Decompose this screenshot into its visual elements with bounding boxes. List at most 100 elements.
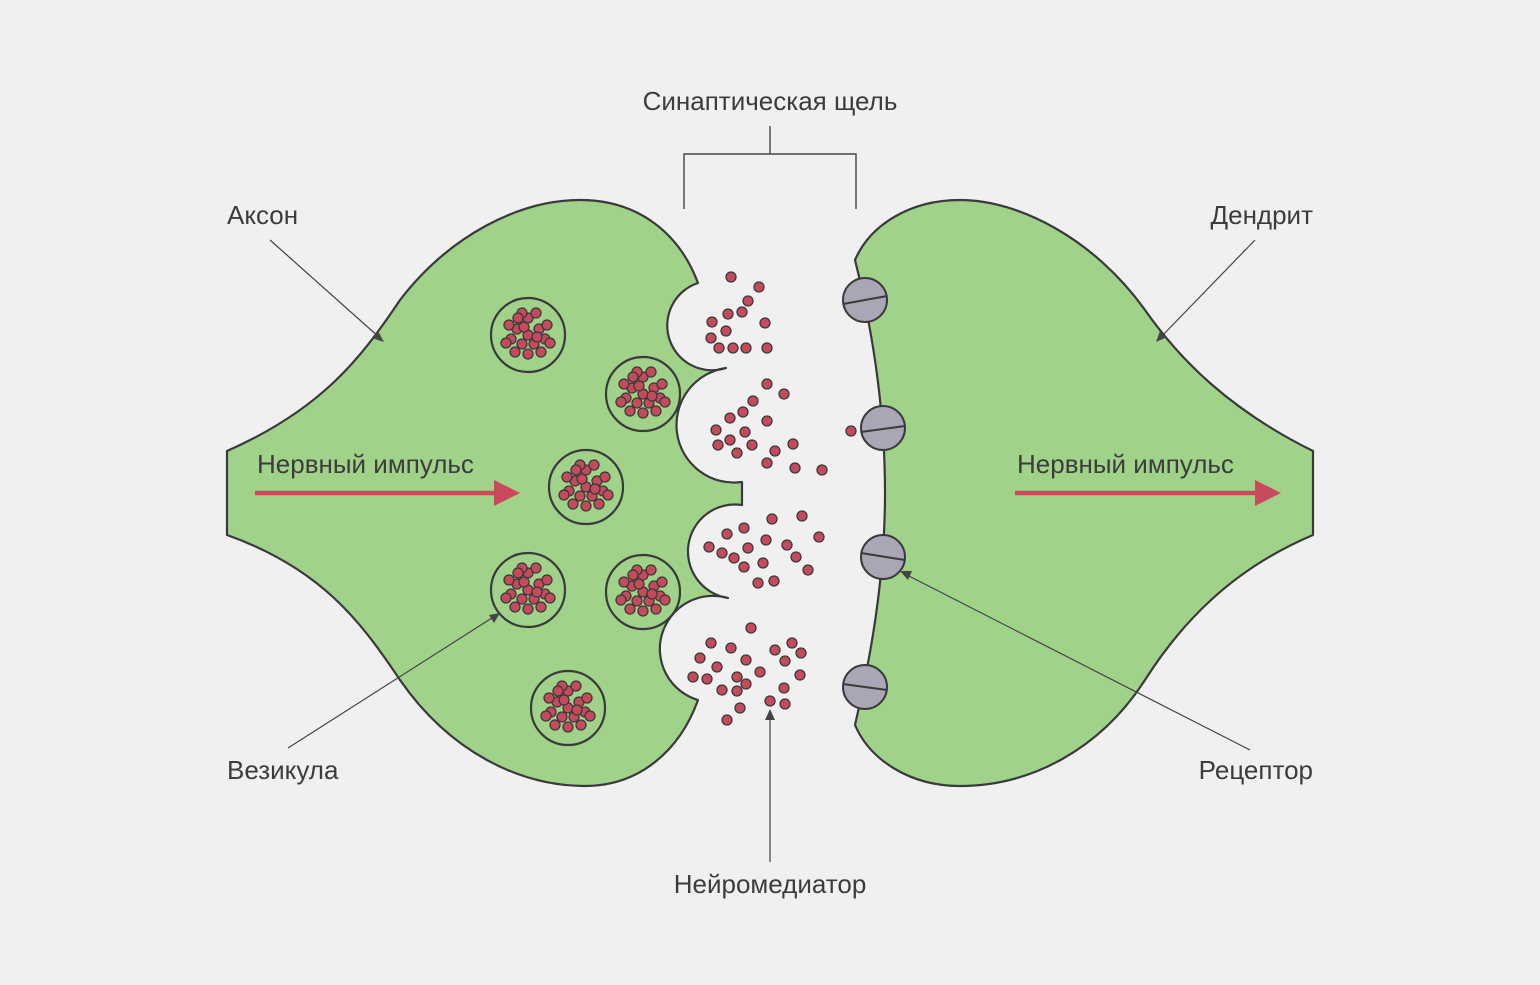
neurotransmitter-dot <box>512 312 524 324</box>
receptor-1 <box>842 277 888 323</box>
neurotransmitter-dot <box>633 380 645 392</box>
synaptic-cleft-label: Синаптическая щель <box>643 86 898 116</box>
neurotransmitter-dot <box>710 424 722 436</box>
neurotransmitter-dot <box>778 388 790 400</box>
neurotransmitter-dot <box>725 642 737 654</box>
neurotransmitter-dot <box>736 306 748 318</box>
neurotransmitter-dot <box>646 588 658 600</box>
neurotransmitter-dot <box>637 407 649 419</box>
neurotransmitter-dot <box>731 447 743 459</box>
neurotransmitter-dot <box>512 567 524 579</box>
neurotransmitter-dot <box>725 271 737 283</box>
receptor-2 <box>860 405 906 451</box>
neurotransmitter-dot <box>516 338 528 350</box>
neurotransmitter-dot <box>615 396 627 408</box>
neurotransmitter-dot <box>637 605 649 617</box>
neurotransmitter-dot <box>650 405 662 417</box>
impulse-label-left: Нервный импульс <box>257 449 474 479</box>
neurotransmitter-dots <box>500 271 857 733</box>
neurotransmitter-dot <box>816 464 828 476</box>
neurotransmitter-dot <box>618 576 630 588</box>
neurotransmitter-label: Нейромедиатор <box>674 869 867 899</box>
neurotransmitter-dot <box>787 438 799 450</box>
neurotransmitter-dot <box>746 439 758 451</box>
neurotransmitter-dot <box>540 710 552 722</box>
neurotransmitter-dot <box>742 295 754 307</box>
neurotransmitter-dot <box>589 483 601 495</box>
neurotransmitter-dot <box>631 595 643 607</box>
neurotransmitter-dot <box>781 539 793 551</box>
neurotransmitter-dot <box>740 678 752 690</box>
receptor-3 <box>860 534 906 580</box>
neurotransmitter-dot <box>576 473 588 485</box>
neurotransmitter-dot <box>656 378 668 390</box>
neurotransmitter-dot <box>558 694 570 706</box>
axon-label: Аксон <box>227 200 298 230</box>
neurotransmitter-dot <box>687 671 699 683</box>
neurotransmitter-dot <box>738 522 750 534</box>
neurotransmitter-leader <box>765 709 775 862</box>
neurotransmitter-dot <box>543 692 555 704</box>
neurotransmitter-dot <box>571 704 583 716</box>
neurotransmitter-dot <box>754 666 766 678</box>
neurotransmitter-dot <box>694 652 706 664</box>
neurotransmitter-dot <box>742 542 754 554</box>
neurotransmitter-dot <box>727 342 739 354</box>
neurotransmitter-dot <box>789 462 801 474</box>
neurotransmitter-dot <box>713 342 725 354</box>
neurotransmitter-dot <box>518 321 530 333</box>
neurotransmitter-dot <box>779 655 791 667</box>
neurotransmitter-dot <box>503 574 515 586</box>
neurotransmitter-dot <box>769 445 781 457</box>
neurotransmitter-dot <box>745 622 757 634</box>
neurotransmitter-dot <box>509 346 521 358</box>
neurotransmitter-dot <box>624 603 636 615</box>
neurotransmitter-dot <box>645 366 657 378</box>
dendrite-leader <box>1156 239 1256 342</box>
neurotransmitter-dot <box>500 592 512 604</box>
neurotransmitter-dot <box>786 637 798 649</box>
neurotransmitter-dot <box>574 490 586 502</box>
neurotransmitter-dot <box>747 395 759 407</box>
neurotransmitter-dot <box>705 332 717 344</box>
neurotransmitter-dot <box>795 647 807 659</box>
impulse-label-right: Нервный импульс <box>1017 449 1234 479</box>
neurotransmitter-dot <box>531 586 543 598</box>
neurotransmitter-dot <box>531 331 543 343</box>
impulse-arrow-left <box>255 480 520 506</box>
neurotransmitter-dot <box>558 489 570 501</box>
neurotransmitter-dot <box>740 342 752 354</box>
neurotransmitter-dot <box>716 684 728 696</box>
neurotransmitter-dot <box>701 673 713 685</box>
neurotransmitter-dot <box>705 637 717 649</box>
neurotransmitter-dot <box>796 510 808 522</box>
neurotransmitter-dot <box>552 685 564 697</box>
neurotransmitter-dot <box>737 406 749 418</box>
neurotransmitter-dot <box>711 661 723 673</box>
neurotransmitter-dot <box>703 541 715 553</box>
vesicle-leader <box>287 613 500 749</box>
neurotransmitter-dot <box>602 489 614 501</box>
neurotransmitter-dot <box>627 371 639 383</box>
neurotransmitter-dot <box>738 561 750 573</box>
dendrite-label: Дендрит <box>1211 200 1314 230</box>
vesicle-label: Везикула <box>227 755 339 785</box>
neurotransmitter-dot <box>752 577 764 589</box>
receptor-leader <box>900 571 1251 751</box>
neurotransmitter-dot <box>580 500 592 512</box>
neurotransmitter-dot <box>541 574 553 586</box>
impulse-arrow-right <box>1015 480 1281 506</box>
neurotransmitter-dot <box>768 575 780 587</box>
axon-leader <box>269 239 384 342</box>
neurotransmitter-dot <box>593 498 605 510</box>
neurotransmitter-dot <box>561 471 573 483</box>
neurotransmitter-dot <box>757 557 769 569</box>
neurotransmitter-dot <box>599 471 611 483</box>
neurotransmitter-dot <box>535 346 547 358</box>
neurotransmitter-dot <box>706 316 718 328</box>
neurotransmitter-dot <box>544 337 556 349</box>
neurotransmitter-dot <box>535 601 547 613</box>
neurotransmitter-dot <box>500 337 512 349</box>
neurotransmitter-dot <box>530 307 542 319</box>
